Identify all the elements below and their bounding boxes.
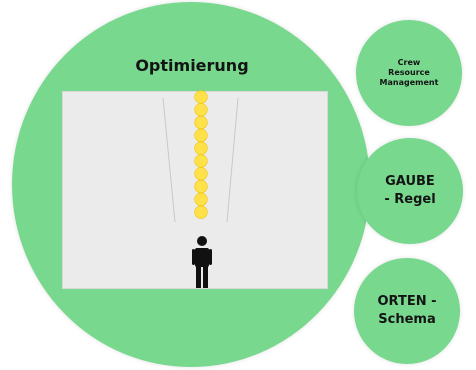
path-dot (194, 205, 208, 219)
main-circle-title: Optimierung (135, 56, 249, 75)
path-dot (194, 154, 208, 168)
crew-resource-management-circle: Crew Resource Management (356, 20, 462, 126)
person-icon (192, 236, 212, 288)
gaube-regel-label: GAUBE - Regel (384, 174, 436, 207)
path-dot (194, 115, 208, 130)
gaube-regel-circle: GAUBE - Regel (357, 138, 463, 244)
crew-resource-management-label: Crew Resource Management (379, 58, 439, 87)
orten-schema-circle: ORTEN - Schema (354, 258, 460, 364)
path-dot (194, 192, 208, 206)
left-guide-line (162, 97, 176, 223)
path-dot (194, 141, 208, 155)
path-dots (194, 90, 208, 219)
path-dot (194, 103, 208, 117)
right-guide-line (226, 97, 239, 223)
path-dot (194, 90, 208, 104)
path-dot (194, 180, 208, 194)
path-dot (194, 128, 208, 142)
path-dot (194, 167, 208, 181)
orten-schema-label: ORTEN - Schema (377, 294, 437, 327)
